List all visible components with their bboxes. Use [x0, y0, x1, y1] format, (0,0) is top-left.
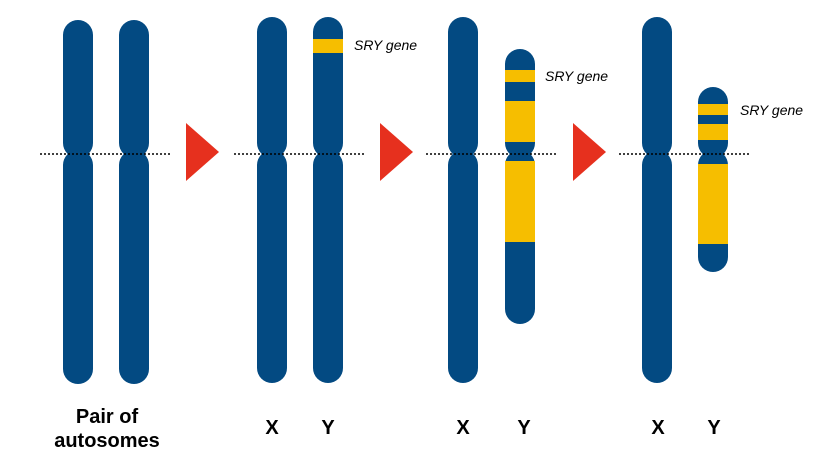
y-chromosome: [698, 87, 728, 272]
sry-band: [505, 70, 535, 82]
y-label: Y: [517, 417, 531, 439]
sry-band: [698, 104, 728, 115]
x-label: X: [265, 417, 279, 439]
chromosome-band: [698, 124, 728, 140]
x-chromosome: [642, 17, 672, 383]
y-chromosome: [313, 17, 343, 383]
arrow-icon: [573, 123, 606, 181]
stage-3-degenerating-y: SRY gene X Y: [426, 17, 608, 439]
autosome-right: [119, 20, 149, 384]
sry-gene-label: SRY gene: [354, 37, 417, 53]
arrow-icon: [380, 123, 413, 181]
x-label: X: [651, 417, 665, 439]
stage-2-proto-xy: SRY gene X Y: [234, 17, 417, 439]
arrow-icon: [186, 123, 219, 181]
sry-gene-label: SRY gene: [545, 68, 608, 84]
y-label: Y: [707, 417, 721, 439]
autosome-left: [63, 20, 93, 384]
x-chromosome: [448, 17, 478, 383]
chromosome-band: [505, 101, 535, 142]
autosomes-label-line2: autosomes: [54, 430, 160, 452]
stage-4-small-y: SRY gene X Y: [619, 17, 803, 439]
sry-gene-label: SRY gene: [740, 102, 803, 118]
x-chromosome: [257, 17, 287, 383]
chromosome-band: [505, 161, 535, 242]
chromosome-band: [698, 164, 728, 244]
x-label: X: [456, 417, 470, 439]
stage-1-autosome-pair: Pair of autosomes: [40, 20, 172, 452]
y-label: Y: [321, 417, 335, 439]
autosomes-label-line1: Pair of: [76, 406, 139, 428]
sry-band: [313, 39, 343, 53]
y-chromosome: [505, 49, 535, 324]
